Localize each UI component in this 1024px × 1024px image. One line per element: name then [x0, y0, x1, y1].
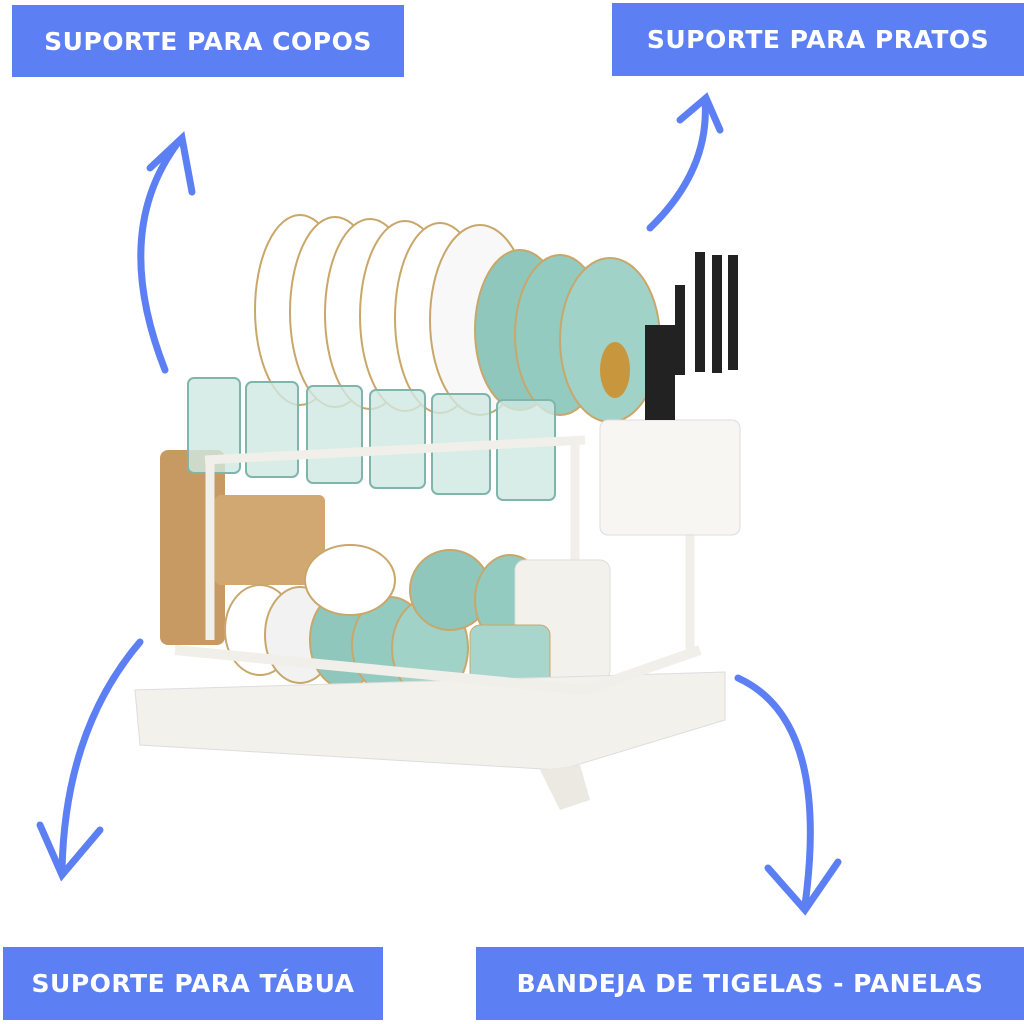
- arrow-plates-head: [676, 92, 724, 134]
- arrow-tray-head: [764, 858, 842, 916]
- plates-top: [254, 214, 661, 423]
- label-cup-holder: SUPORTE PARA COPOS: [12, 5, 404, 77]
- arrow-tray: [734, 674, 814, 909]
- arrow-cups: [137, 136, 184, 374]
- cups: [187, 377, 556, 501]
- label-bowl-tray: BANDEJA DE TIGELAS - PANELAS: [476, 947, 1024, 1020]
- arrow-board: [58, 638, 144, 874]
- drip-tray: [134, 671, 726, 771]
- label-board-holder: SUPORTE PARA TÁBUA: [3, 947, 383, 1020]
- label-plate-holder: SUPORTE PARA PRATOS: [612, 3, 1024, 76]
- arrow-cups-head: [146, 131, 196, 196]
- knives: [645, 252, 738, 420]
- utensil-holder: [599, 419, 741, 536]
- arrow-board-head: [36, 821, 104, 882]
- arrow-plates: [646, 96, 709, 232]
